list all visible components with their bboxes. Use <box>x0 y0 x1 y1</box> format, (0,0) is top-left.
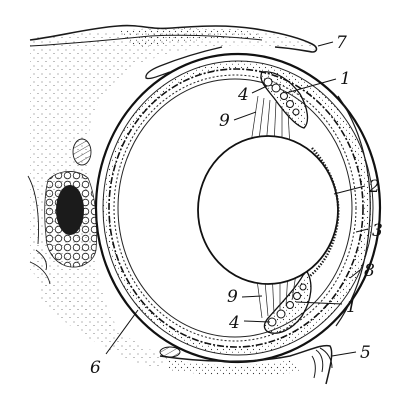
leader-3 <box>355 228 369 233</box>
leader-lines <box>105 41 369 357</box>
iris-upper <box>263 77 300 116</box>
leader-6 <box>105 309 139 355</box>
leader-9-lower <box>241 295 263 298</box>
muscle-section-upper <box>72 138 92 166</box>
label-9-upper: 9 <box>219 111 230 131</box>
eyelashes-lower <box>311 347 333 379</box>
label-6: 6 <box>90 358 101 378</box>
label-4-upper: 4 <box>237 85 249 105</box>
leader-1-lower <box>295 301 343 305</box>
ciliary-body-lower <box>263 268 312 334</box>
label-4-lower: 4 <box>228 313 240 333</box>
leader-8 <box>349 269 361 279</box>
cornea <box>335 95 371 327</box>
label-5: 5 <box>360 343 371 363</box>
leader-7 <box>317 41 334 47</box>
leader-5 <box>331 351 357 357</box>
extraocular-muscle <box>56 185 84 235</box>
leader-4-upper <box>251 85 268 94</box>
label-7: 7 <box>336 33 347 53</box>
upper-lid-outline <box>29 24 318 53</box>
gland-lower <box>159 346 181 358</box>
lower-lid-fill <box>165 358 300 376</box>
lens <box>197 135 339 285</box>
label-3: 3 <box>372 221 383 241</box>
leader-9-upper <box>233 111 257 121</box>
label-1-upper: 1 <box>340 69 351 89</box>
lower-orbital-tissue <box>40 280 170 370</box>
iris-lower <box>267 283 307 327</box>
lens-capsule <box>309 147 340 277</box>
label-2: 2 <box>368 177 380 197</box>
lower-lid <box>159 344 333 385</box>
lid-fold <box>145 46 223 80</box>
label-1-lower: 1 <box>346 297 357 317</box>
leader-1-upper <box>285 78 337 94</box>
leader-2 <box>333 185 366 195</box>
orbital-septum-lines <box>27 175 51 285</box>
upper-lid-fill <box>120 27 262 47</box>
leader-4-lower <box>243 320 271 323</box>
label-9-lower: 9 <box>227 287 238 307</box>
orbital-tissue-upper <box>30 27 316 331</box>
label-8: 8 <box>364 261 375 281</box>
